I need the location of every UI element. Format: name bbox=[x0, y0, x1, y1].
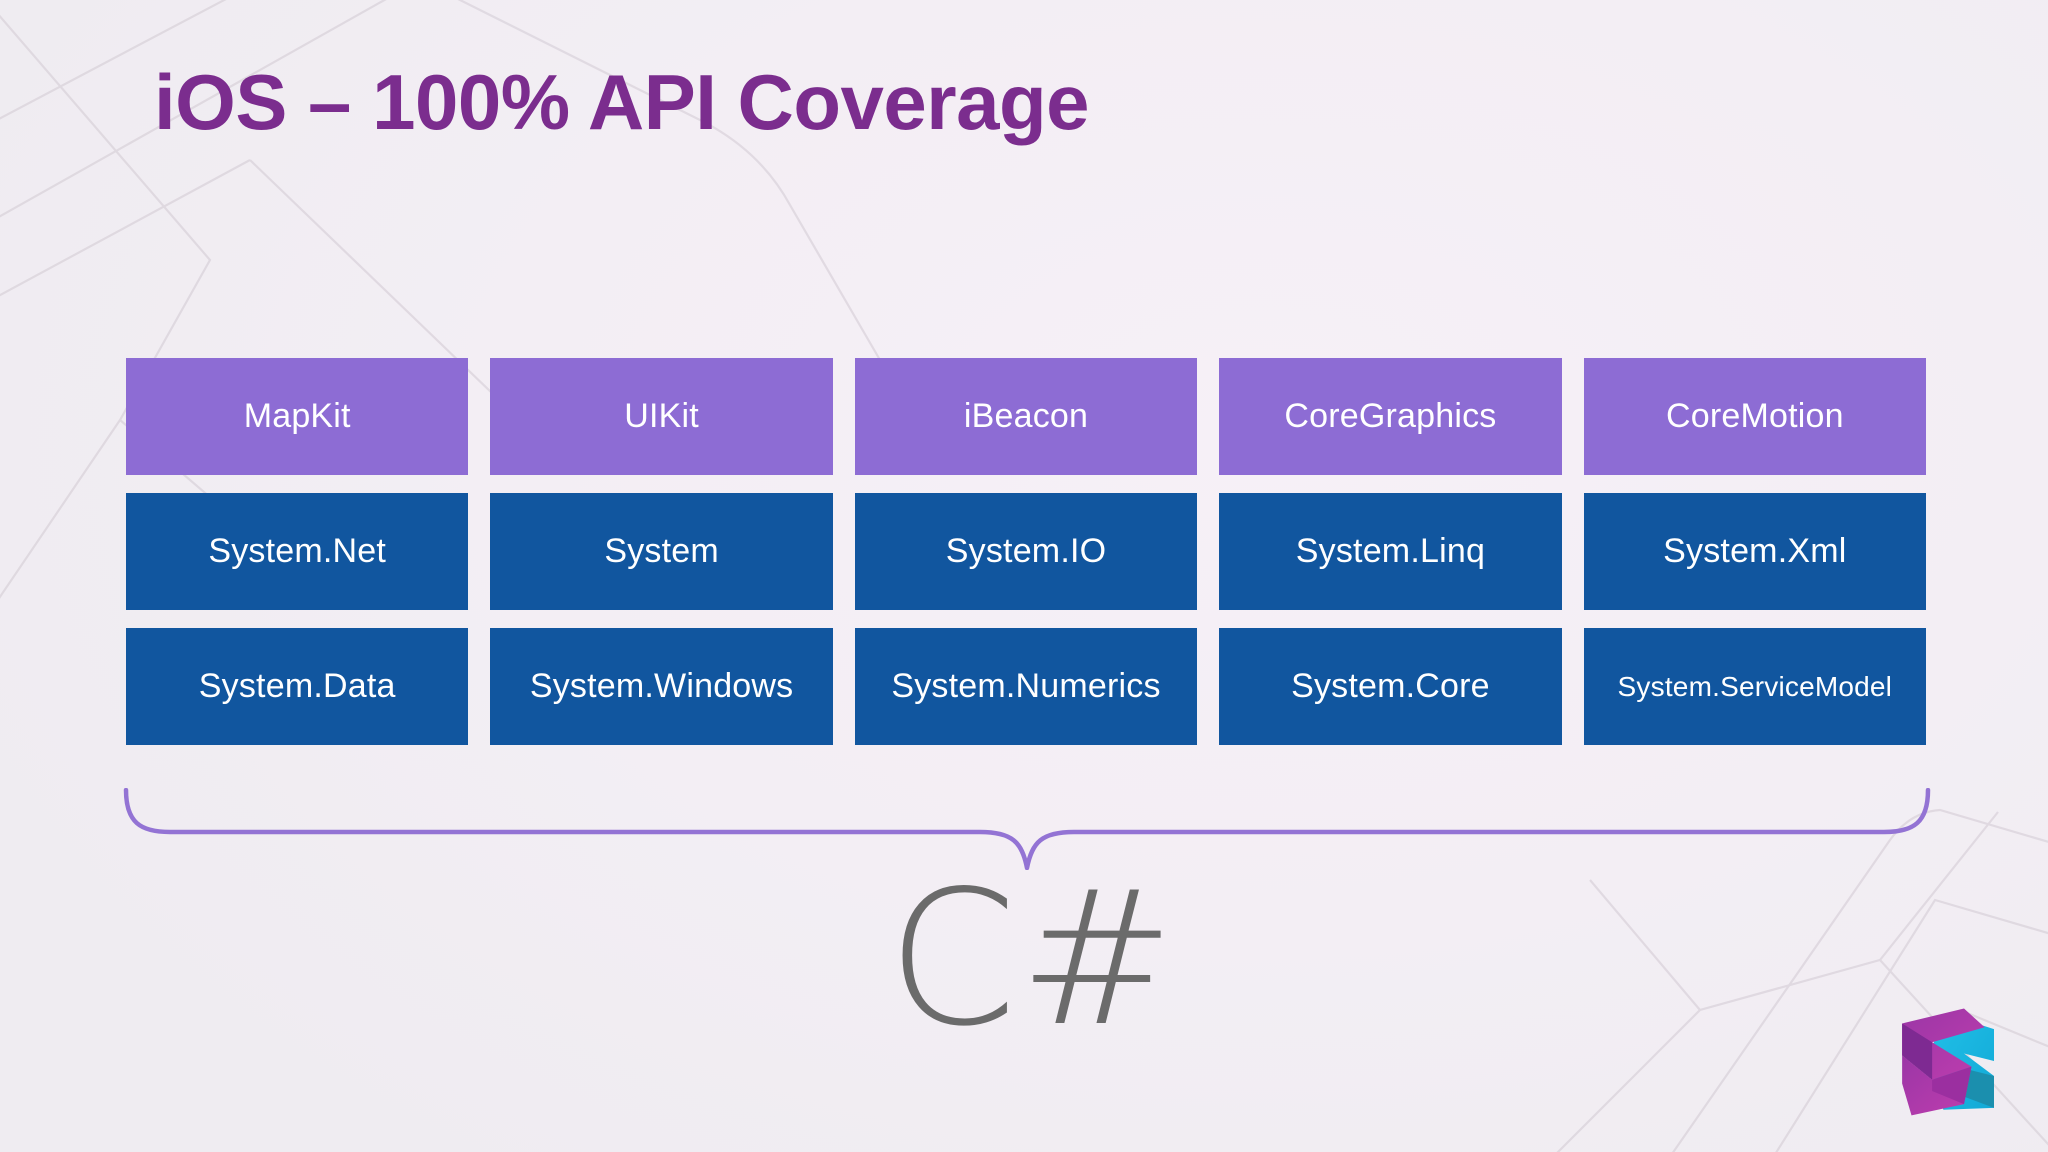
tile-label: iBeacon bbox=[963, 397, 1089, 435]
tile-system-servicemodel[interactable]: System.ServiceModel bbox=[1583, 628, 1927, 745]
tile-label: System.Xml bbox=[1663, 532, 1847, 570]
tile-label: System.Data bbox=[198, 667, 396, 705]
tile-label: System.Windows bbox=[529, 667, 794, 705]
tile-row-platform-apis: MapKit UIKit iBeacon CoreGraphics CoreMo… bbox=[126, 358, 1927, 475]
tile-label: CoreMotion bbox=[1665, 397, 1844, 435]
csharp-glyph: C# bbox=[887, 850, 1177, 1067]
page-title: iOS – 100% API Coverage bbox=[154, 58, 1090, 146]
tile-system[interactable]: System bbox=[490, 493, 833, 610]
csharp-label: C# bbox=[0, 866, 2048, 1052]
tile-mapkit[interactable]: MapKit bbox=[126, 358, 469, 475]
tile-label: System.Linq bbox=[1295, 532, 1486, 570]
tile-system-net[interactable]: System.Net bbox=[126, 493, 469, 610]
tile-system-linq[interactable]: System.Linq bbox=[1219, 493, 1562, 610]
tile-label: MapKit bbox=[243, 397, 351, 435]
tile-label: System.Net bbox=[208, 532, 387, 570]
tile-label: System.Numerics bbox=[891, 667, 1161, 705]
tile-label: UIKit bbox=[624, 397, 699, 435]
tile-system-numerics[interactable]: System.Numerics bbox=[854, 628, 1198, 745]
tile-ibeacon[interactable]: iBeacon bbox=[854, 358, 1198, 475]
tile-label: System.Core bbox=[1291, 667, 1490, 705]
tile-row-bcl-primary: System.Net System System.IO System.Linq … bbox=[126, 493, 1927, 610]
tile-label: System.ServiceModel bbox=[1617, 670, 1893, 702]
tile-system-xml[interactable]: System.Xml bbox=[1583, 493, 1927, 610]
tile-system-windows[interactable]: System.Windows bbox=[490, 628, 833, 745]
tile-label: System.IO bbox=[945, 532, 1107, 570]
tile-label: System bbox=[604, 532, 719, 570]
tile-system-data[interactable]: System.Data bbox=[126, 628, 469, 745]
tile-uikit[interactable]: UIKit bbox=[490, 358, 833, 475]
api-coverage-grid: MapKit UIKit iBeacon CoreGraphics CoreMo… bbox=[126, 358, 1927, 745]
tile-coregraphics[interactable]: CoreGraphics bbox=[1219, 358, 1562, 475]
tile-system-core[interactable]: System.Core bbox=[1219, 628, 1562, 745]
tile-system-io[interactable]: System.IO bbox=[854, 493, 1198, 610]
xamarin-style-logo-icon bbox=[1874, 986, 2024, 1136]
tile-label: CoreGraphics bbox=[1284, 397, 1497, 435]
tile-row-bcl-secondary: System.Data System.Windows System.Numeri… bbox=[126, 628, 1927, 745]
tile-coremotion[interactable]: CoreMotion bbox=[1583, 358, 1927, 475]
